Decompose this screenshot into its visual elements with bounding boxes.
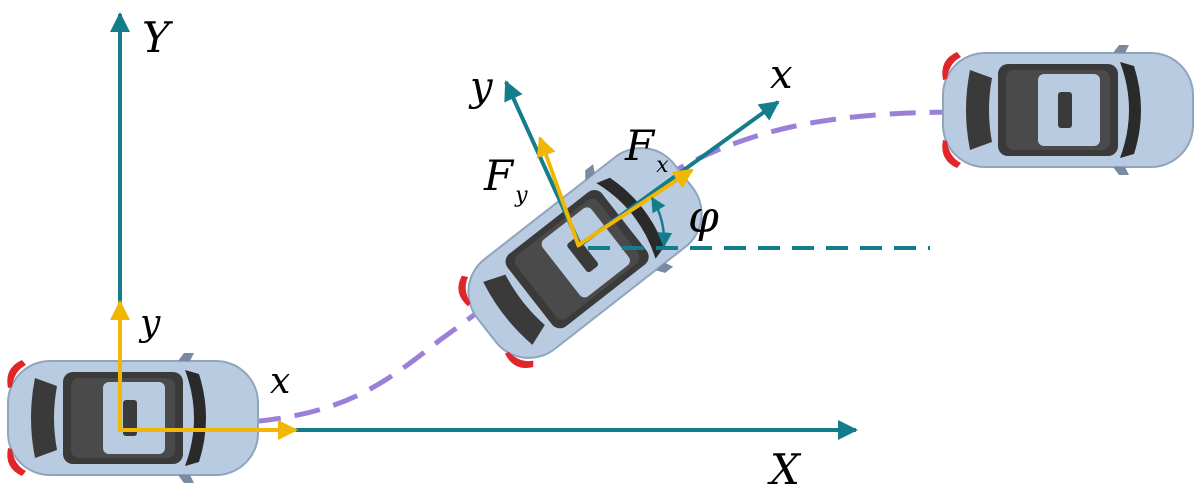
global-y-label: Y xyxy=(142,13,174,62)
end-car xyxy=(941,44,1194,176)
force-y-main: F xyxy=(483,151,515,200)
mid-local-x-label: x xyxy=(770,52,793,98)
yaw-angle-label: φ xyxy=(688,192,719,243)
force-y-label: Fy xyxy=(483,151,528,208)
start-local-x-label: x xyxy=(270,361,290,402)
force-x-label: Fx xyxy=(624,121,669,178)
force-y-subscript: y xyxy=(514,183,528,208)
mid-local-y-label: y xyxy=(468,64,494,110)
force-x-main: F xyxy=(624,121,656,170)
start-local-y-label: y xyxy=(138,303,161,344)
yaw-angle-arc xyxy=(650,196,673,248)
global-x-label: X xyxy=(767,445,802,494)
start-local-frame: x y xyxy=(110,300,298,440)
start-car xyxy=(6,352,259,484)
force-y-arrow xyxy=(536,136,581,248)
force-x-subscript: x xyxy=(656,153,669,178)
force-x-arrow xyxy=(575,168,694,248)
